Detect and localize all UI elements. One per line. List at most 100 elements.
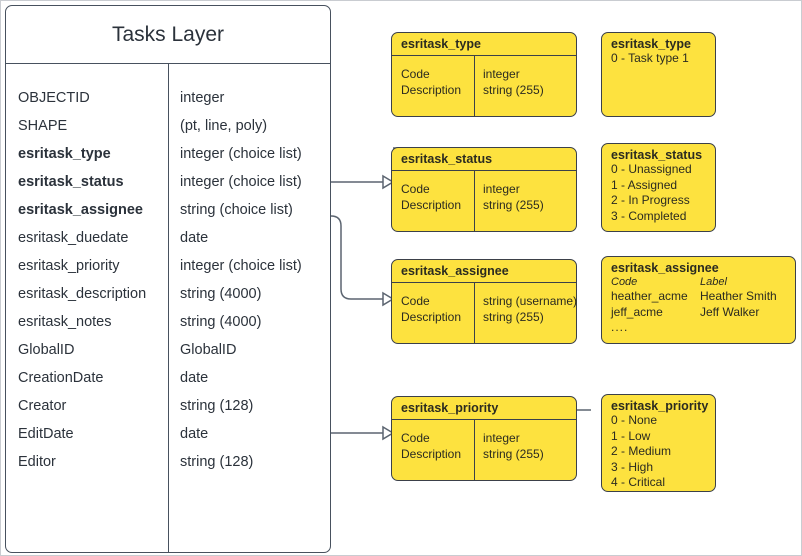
schema-left-line: Code (401, 67, 430, 81)
field-type: integer (180, 90, 225, 106)
field-name: esritask_assignee (18, 202, 143, 218)
value-line: 1 - Low (611, 428, 651, 443)
value-line: 1 - Assigned (611, 177, 678, 192)
field-row: esritask_notes string (4000) (6, 314, 330, 342)
field-row: esritask_assignee string (choice list) (6, 202, 330, 230)
schema-box-esritask-type: esritask_type Code Description integer s… (391, 32, 577, 117)
field-type: string (128) (180, 398, 254, 414)
schema-columns-status: Code Description integer string (255) (392, 171, 576, 231)
assignee-header-label: Label (700, 276, 727, 288)
schema-divider-assignee (474, 283, 475, 343)
assignee-header-code: Code (611, 276, 638, 288)
field-row: Creator string (128) (6, 398, 330, 426)
value-title-status: esritask_status (611, 148, 703, 162)
schema-divider-priority (474, 420, 475, 480)
assignee-code: heather_acme (611, 289, 688, 303)
field-name: esritask_status (18, 174, 124, 190)
field-type: string (4000) (180, 286, 262, 302)
page-title: Tasks Layer (6, 6, 330, 64)
connector-assignee (330, 215, 383, 300)
field-name: EditDate (18, 426, 74, 442)
assignee-label: Jeff Walker (700, 304, 760, 319)
field-name: GlobalID (18, 342, 75, 358)
value-title-priority: esritask_priority (611, 399, 709, 413)
field-name: esritask_priority (18, 258, 120, 274)
field-name: Creator (18, 398, 67, 414)
schema-left-line: Description (401, 83, 462, 97)
value-title-type: esritask_type (611, 37, 691, 51)
assignee-code: jeff_acme (611, 304, 663, 319)
field-type: GlobalID (180, 342, 237, 358)
field-row: esritask_status integer (choice list) (6, 174, 330, 202)
field-type: integer (choice list) (180, 174, 302, 190)
schema-left-line: Description (401, 310, 462, 324)
field-type: integer (choice list) (180, 146, 302, 162)
field-row: CreationDate date (6, 370, 330, 398)
field-row: esritask_description string (4000) (6, 286, 330, 314)
schema-left-type: Code Description (401, 66, 461, 98)
value-line: 0 - None (611, 413, 658, 427)
field-row: SHAPE (pt, line, poly) (6, 118, 330, 146)
field-row: esritask_type integer (choice list) (6, 146, 330, 174)
schema-columns-type: Code Description integer string (255) (392, 56, 576, 116)
field-type: string (choice list) (180, 202, 293, 218)
value-line: 2 - In Progress (611, 193, 690, 207)
schema-right-line: string (255) (483, 447, 544, 461)
schema-right-line: string (255) (483, 83, 544, 97)
schema-left-line: Description (401, 198, 462, 212)
field-row: Editor string (128) (6, 454, 330, 482)
value-line: 0 - Unassigned (611, 162, 692, 176)
schema-left-status: Code Description (401, 181, 461, 213)
value-line: 2 - Medium (611, 444, 672, 458)
schema-right-line: integer (483, 67, 520, 81)
value-lines-type: 0 - Task type 1 (602, 51, 715, 67)
schema-left-priority: Code Description (401, 430, 461, 462)
field-type: string (4000) (180, 314, 262, 330)
schema-title-assignee: esritask_assignee (392, 260, 576, 283)
schema-title-type: esritask_type (392, 33, 576, 56)
assignee-column-headers: Code Label (611, 275, 795, 289)
schema-right-line: string (255) (483, 310, 544, 324)
assignee-ellipsis: .... (611, 320, 629, 334)
schema-right-line: integer (483, 182, 520, 196)
field-type: string (128) (180, 454, 254, 470)
schema-right-assignee: string (username) string (255) (483, 293, 577, 325)
field-row: GlobalID GlobalID (6, 342, 330, 370)
schema-right-status: integer string (255) (483, 181, 544, 213)
schema-divider-type (474, 56, 475, 116)
assignee-row: heather_acme Heather Smith (611, 289, 795, 305)
schema-left-line: Code (401, 431, 430, 445)
field-name: CreationDate (18, 370, 104, 386)
value-line: 3 - Completed (611, 208, 687, 223)
schema-right-line: integer (483, 431, 520, 445)
assignee-label: Heather Smith (700, 289, 777, 303)
schema-left-assignee: Code Description (401, 293, 461, 325)
schema-columns-priority: Code Description integer string (255) (392, 420, 576, 480)
field-name: Editor (18, 454, 56, 470)
value-lines-assignee: Code Label heather_acme Heather Smith jeff… (602, 275, 795, 336)
value-line: 4 - Critical (611, 475, 666, 489)
field-name: esritask_type (18, 146, 111, 162)
field-name: esritask_description (18, 286, 147, 302)
schema-left-line: Description (401, 447, 462, 461)
column-divider (168, 64, 169, 552)
field-type: (pt, line, poly) (180, 118, 268, 134)
schema-box-esritask-priority: esritask_priority Code Description integ… (391, 396, 577, 481)
schema-left-line: Code (401, 182, 430, 196)
value-title-assignee: esritask_assignee (611, 261, 719, 275)
field-name: SHAPE (18, 118, 68, 134)
field-type: date (180, 370, 209, 386)
field-name: esritask_notes (18, 314, 112, 330)
value-box-esritask-assignee: esritask_assignee Code Label heather_acm… (601, 256, 796, 344)
